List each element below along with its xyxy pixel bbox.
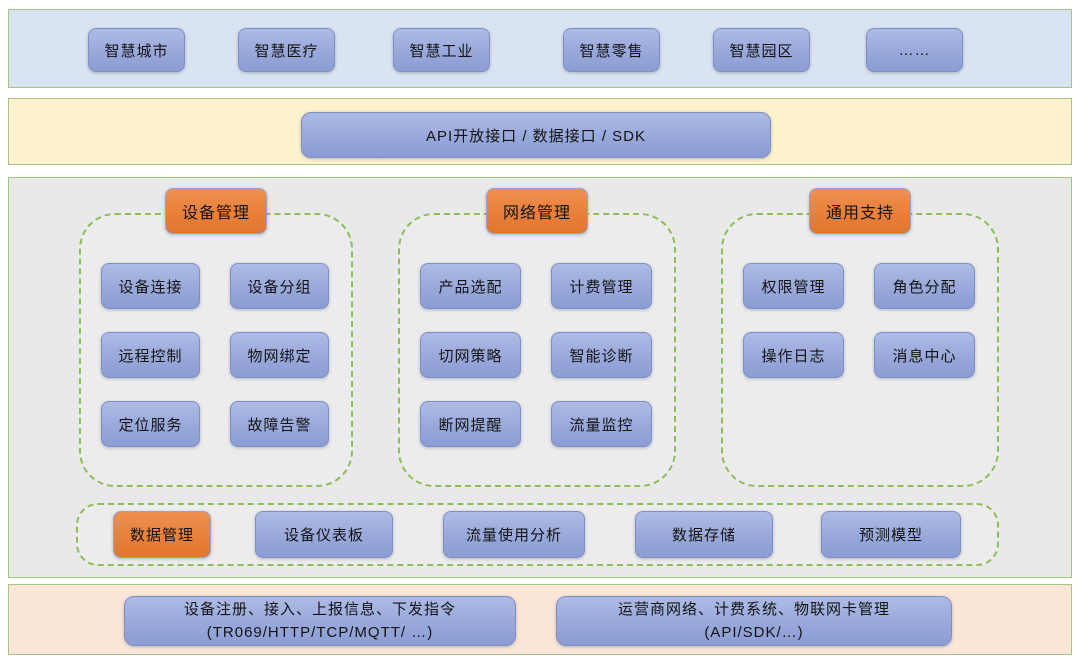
app-chip-smart-industry: 智慧工业 [393, 28, 490, 72]
api-band: API开放接口 / 数据接口 / SDK [8, 98, 1072, 165]
group-device-management-grid: 设备连接 设备分组 远程控制 物网绑定 定位服务 故障告警 [101, 263, 329, 447]
group-data-management: 数据管理 设备仪表板 流量使用分析 数据存储 预测模型 [76, 503, 999, 566]
feature-chip-billing-management: 计费管理 [551, 263, 652, 309]
app-chip-smart-retail: 智慧零售 [563, 28, 660, 72]
feature-chip-message-center: 消息中心 [874, 332, 975, 378]
feature-chip-disconnect-alert: 断网提醒 [420, 401, 521, 447]
feature-chip-remote-control: 远程控制 [101, 332, 200, 378]
feature-chip-role-assignment: 角色分配 [874, 263, 975, 309]
platform-band: 设备管理 设备连接 设备分组 远程控制 物网绑定 定位服务 故障告警 网络管理 … [8, 177, 1072, 578]
group-title-network-management: 网络管理 [486, 188, 588, 234]
app-chip-smart-medical: 智慧医疗 [238, 28, 335, 72]
feature-chip-network-switching: 切网策略 [420, 332, 521, 378]
feature-chip-fault-alarm: 故障告警 [230, 401, 329, 447]
feature-chip-device-connect: 设备连接 [101, 263, 200, 309]
feature-chip-operation-log: 操作日志 [743, 332, 844, 378]
feature-chip-permission-management: 权限管理 [743, 263, 844, 309]
infrastructure-band: 设备注册、接入、上报信息、下发指令 (TR069/HTTP/TCP/MQTT/ … [8, 584, 1072, 655]
app-chip-smart-park: 智慧园区 [713, 28, 810, 72]
group-title-data-management: 数据管理 [113, 511, 211, 558]
infra-card-carrier-network-line2: (API/SDK/…) [704, 624, 804, 641]
infra-card-device-access-line2: (TR069/HTTP/TCP/MQTT/ …) [206, 624, 434, 641]
app-chip-smart-city: 智慧城市 [88, 28, 185, 72]
infra-card-carrier-network: 运营商网络、计费系统、物联网卡管理 (API/SDK/…) [556, 596, 952, 646]
api-open-interface-chip: API开放接口 / 数据接口 / SDK [301, 112, 771, 158]
applications-band: 智慧城市 智慧医疗 智慧工业 智慧零售 智慧园区 …… [8, 9, 1072, 88]
feature-chip-device-grouping: 设备分组 [230, 263, 329, 309]
group-general-support-grid: 权限管理 角色分配 操作日志 消息中心 [743, 263, 975, 378]
app-chip-more-ellipsis: …… [866, 28, 963, 72]
infra-card-device-access-line1: 设备注册、接入、上报信息、下发指令 [183, 600, 456, 618]
group-network-management-grid: 产品选配 计费管理 切网策略 智能诊断 断网提醒 流量监控 [420, 263, 652, 447]
feature-chip-traffic-usage-analysis: 流量使用分析 [443, 511, 585, 558]
group-title-device-management: 设备管理 [165, 188, 267, 234]
infra-card-carrier-network-line1: 运营商网络、计费系统、物联网卡管理 [617, 600, 890, 618]
feature-chip-smart-diagnosis: 智能诊断 [551, 332, 652, 378]
feature-chip-location-service: 定位服务 [101, 401, 200, 447]
group-network-management: 网络管理 产品选配 计费管理 切网策略 智能诊断 断网提醒 流量监控 [398, 188, 676, 487]
group-title-general-support: 通用支持 [809, 188, 911, 234]
feature-chip-prediction-model: 预测模型 [821, 511, 961, 558]
feature-chip-data-storage: 数据存储 [635, 511, 773, 558]
group-general-support: 通用支持 权限管理 角色分配 操作日志 消息中心 [721, 188, 999, 487]
feature-chip-traffic-monitoring: 流量监控 [551, 401, 652, 447]
infra-card-device-access: 设备注册、接入、上报信息、下发指令 (TR069/HTTP/TCP/MQTT/ … [124, 596, 516, 646]
feature-chip-thing-binding: 物网绑定 [230, 332, 329, 378]
feature-chip-device-dashboard: 设备仪表板 [255, 511, 393, 558]
feature-chip-product-selection: 产品选配 [420, 263, 521, 309]
group-device-management: 设备管理 设备连接 设备分组 远程控制 物网绑定 定位服务 故障告警 [79, 188, 353, 487]
